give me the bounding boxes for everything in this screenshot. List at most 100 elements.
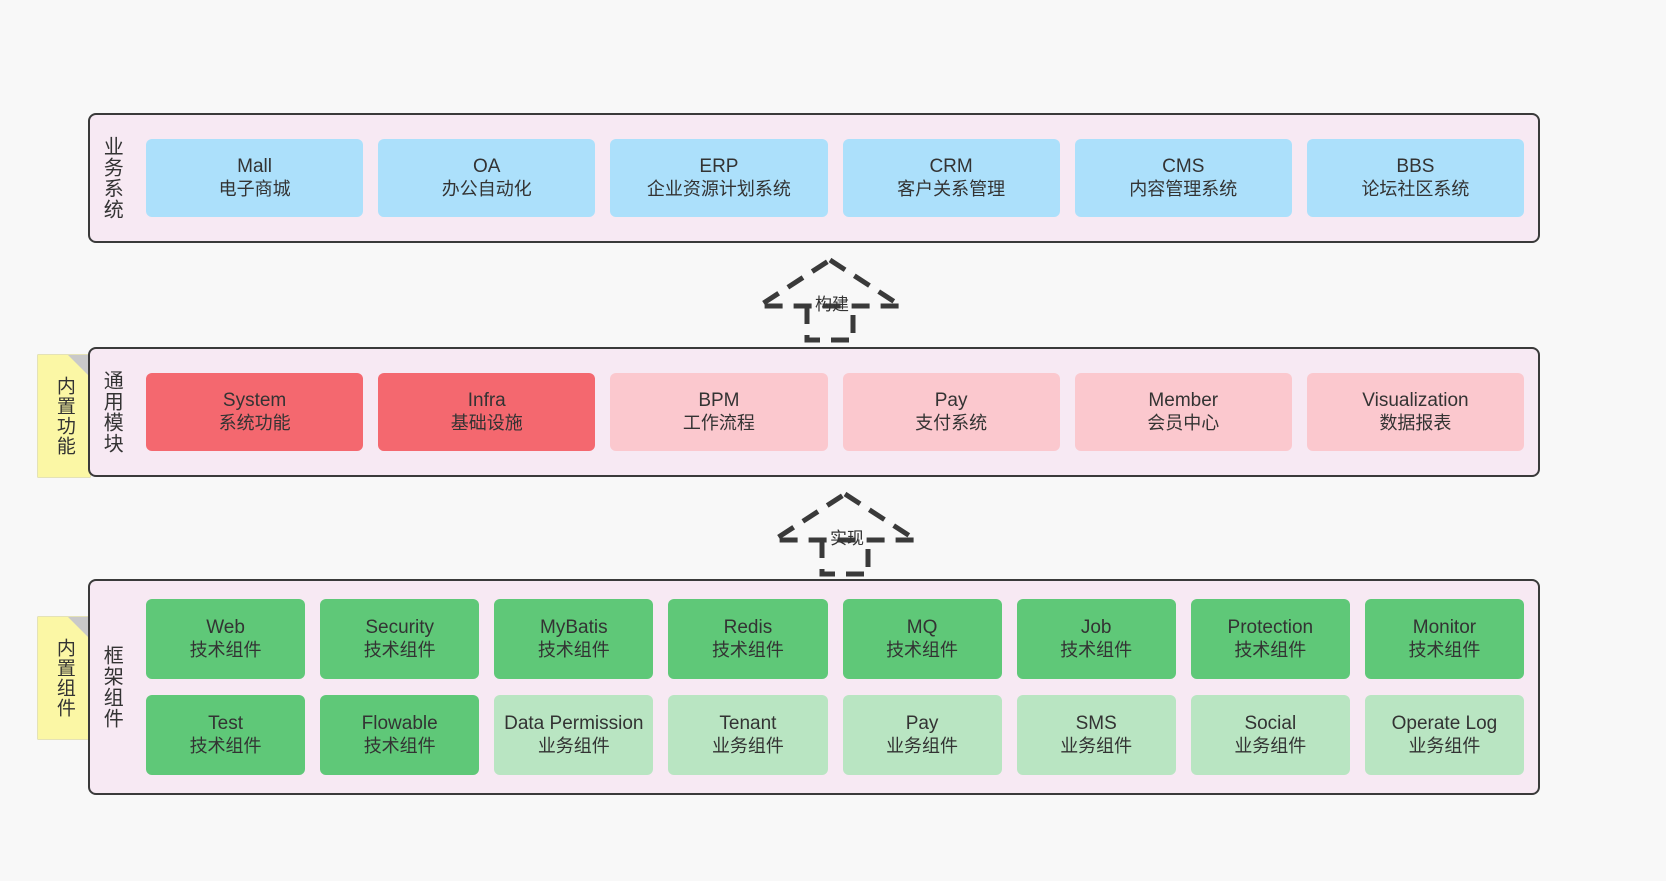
node-subtitle: 数据报表 bbox=[1379, 412, 1452, 433]
node-title: BPM bbox=[698, 390, 740, 412]
layer-title-common: 通用模块 bbox=[100, 370, 123, 454]
node-visualization[interactable]: Visualization 数据报表 bbox=[1306, 373, 1525, 451]
layer-body-common: System 系统功能 Infra 基础设施 BPM 工作流程 Pay 支付系统… bbox=[132, 349, 1538, 475]
node-subtitle: 技术组件 bbox=[537, 639, 610, 660]
node-infra[interactable]: Infra 基础设施 bbox=[378, 373, 596, 451]
row: Mall 电子商城 OA 办公自动化 ERP 企业资源计划系统 CRM 客户关系… bbox=[146, 139, 1525, 217]
node-data-permission[interactable]: Data Permission 业务组件 bbox=[494, 695, 654, 775]
connector-build: 构建 bbox=[750, 257, 910, 343]
node-sms[interactable]: SMS 业务组件 bbox=[1016, 695, 1176, 775]
node-crm[interactable]: CRM 客户关系管理 bbox=[842, 139, 1060, 217]
node-title: Redis bbox=[723, 617, 773, 639]
node-bbs[interactable]: BBS 论坛社区系统 bbox=[1306, 139, 1525, 217]
node-title: Pay bbox=[905, 713, 939, 735]
layer-framework-components: 框架组件 Web 技术组件 Security 技术组件 MyBatis 技术组件… bbox=[88, 579, 1540, 795]
node-mq[interactable]: MQ 技术组件 bbox=[842, 599, 1002, 679]
node-title: Tenant bbox=[719, 713, 777, 735]
node-subtitle: 技术组件 bbox=[363, 639, 436, 660]
node-subtitle: 电子商城 bbox=[218, 178, 291, 199]
note-label: 内置功能 bbox=[53, 376, 75, 456]
node-pay-component[interactable]: Pay 业务组件 bbox=[842, 695, 1002, 775]
node-subtitle: 技术组件 bbox=[1408, 639, 1481, 660]
node-cms[interactable]: CMS 内容管理系统 bbox=[1074, 139, 1292, 217]
node-monitor[interactable]: Monitor 技术组件 bbox=[1364, 599, 1524, 679]
node-title: CMS bbox=[1162, 156, 1205, 178]
node-subtitle: 技术组件 bbox=[189, 735, 262, 756]
generalization-arrow-icon bbox=[765, 491, 925, 577]
node-title: ERP bbox=[699, 156, 739, 178]
node-mall[interactable]: Mall 电子商城 bbox=[146, 139, 364, 217]
node-web[interactable]: Web 技术组件 bbox=[146, 599, 306, 679]
row: System 系统功能 Infra 基础设施 BPM 工作流程 Pay 支付系统… bbox=[146, 373, 1525, 451]
node-test[interactable]: Test 技术组件 bbox=[146, 695, 306, 775]
connector-label-build: 构建 bbox=[815, 295, 849, 314]
layer-body-business: Mall 电子商城 OA 办公自动化 ERP 企业资源计划系统 CRM 客户关系… bbox=[132, 115, 1538, 241]
layer-title-framework: 框架组件 bbox=[100, 645, 123, 729]
connector-label-implement: 实现 bbox=[830, 529, 864, 548]
node-flowable[interactable]: Flowable 技术组件 bbox=[320, 695, 480, 775]
node-title: CRM bbox=[929, 156, 973, 178]
layer-title-business: 业务系统 bbox=[100, 136, 123, 220]
node-job[interactable]: Job 技术组件 bbox=[1016, 599, 1176, 679]
node-title: Job bbox=[1080, 617, 1112, 639]
node-pay[interactable]: Pay 支付系统 bbox=[842, 373, 1060, 451]
node-subtitle: 企业资源计划系统 bbox=[646, 178, 791, 199]
node-title: SMS bbox=[1075, 713, 1117, 735]
node-subtitle: 业务组件 bbox=[711, 735, 784, 756]
node-subtitle: 业务组件 bbox=[1060, 735, 1133, 756]
node-subtitle: 会员中心 bbox=[1147, 412, 1220, 433]
node-title: Social bbox=[1244, 713, 1297, 735]
node-subtitle: 基础设施 bbox=[450, 412, 523, 433]
node-member[interactable]: Member 会员中心 bbox=[1074, 373, 1292, 451]
node-subtitle: 业务组件 bbox=[1408, 735, 1481, 756]
node-subtitle: 支付系统 bbox=[915, 412, 988, 433]
node-redis[interactable]: Redis 技术组件 bbox=[668, 599, 828, 679]
node-subtitle: 工作流程 bbox=[682, 412, 755, 433]
node-title: Monitor bbox=[1412, 617, 1477, 639]
node-subtitle: 业务组件 bbox=[886, 735, 959, 756]
node-subtitle: 技术组件 bbox=[711, 639, 784, 660]
node-title: Operate Log bbox=[1391, 713, 1498, 735]
node-oa[interactable]: OA 办公自动化 bbox=[378, 139, 596, 217]
node-title: OA bbox=[473, 156, 501, 178]
node-bpm[interactable]: BPM 工作流程 bbox=[610, 373, 828, 451]
node-protection[interactable]: Protection 技术组件 bbox=[1190, 599, 1350, 679]
node-erp[interactable]: ERP 企业资源计划系统 bbox=[610, 139, 828, 217]
row: Test 技术组件 Flowable 技术组件 Data Permission … bbox=[146, 695, 1524, 775]
node-security[interactable]: Security 技术组件 bbox=[320, 599, 480, 679]
layer-business-systems: 业务系统 Mall 电子商城 OA 办公自动化 ERP 企业资源计划系统 CRM… bbox=[88, 113, 1540, 243]
node-title: Visualization bbox=[1362, 390, 1469, 412]
node-title: Mall bbox=[237, 156, 272, 178]
note-builtin-features: 内置功能 bbox=[38, 355, 90, 477]
node-subtitle: 技术组件 bbox=[1234, 639, 1307, 660]
node-subtitle: 系统功能 bbox=[218, 412, 291, 433]
node-subtitle: 论坛社区系统 bbox=[1361, 178, 1470, 199]
generalization-arrow-icon bbox=[750, 257, 910, 343]
note-label: 内置组件 bbox=[53, 638, 75, 718]
node-title: Data Permission bbox=[504, 713, 644, 735]
layer-common-modules: 通用模块 System 系统功能 Infra 基础设施 BPM 工作流程 Pay… bbox=[88, 347, 1540, 477]
node-title: System bbox=[222, 390, 287, 412]
node-subtitle: 客户关系管理 bbox=[897, 178, 1006, 199]
node-mybatis[interactable]: MyBatis 技术组件 bbox=[494, 599, 654, 679]
node-title: Web bbox=[206, 617, 245, 639]
node-subtitle: 业务组件 bbox=[1234, 735, 1307, 756]
node-system[interactable]: System 系统功能 bbox=[146, 373, 364, 451]
node-title: Security bbox=[365, 617, 434, 639]
node-title: Flowable bbox=[361, 713, 438, 735]
node-operate-log[interactable]: Operate Log 业务组件 bbox=[1364, 695, 1524, 775]
node-title: Pay bbox=[934, 390, 968, 412]
node-subtitle: 办公自动化 bbox=[441, 178, 532, 199]
note-builtin-components: 内置组件 bbox=[38, 617, 90, 739]
node-social[interactable]: Social 业务组件 bbox=[1190, 695, 1350, 775]
node-subtitle: 业务组件 bbox=[537, 735, 610, 756]
row: Web 技术组件 Security 技术组件 MyBatis 技术组件 Redi… bbox=[146, 599, 1524, 679]
node-subtitle: 技术组件 bbox=[886, 639, 959, 660]
node-subtitle: 技术组件 bbox=[363, 735, 436, 756]
layer-body-framework: Web 技术组件 Security 技术组件 MyBatis 技术组件 Redi… bbox=[132, 581, 1538, 793]
node-title: Infra bbox=[467, 390, 506, 412]
node-tenant[interactable]: Tenant 业务组件 bbox=[668, 695, 828, 775]
node-title: Member bbox=[1148, 390, 1219, 412]
node-title: Protection bbox=[1227, 617, 1314, 639]
